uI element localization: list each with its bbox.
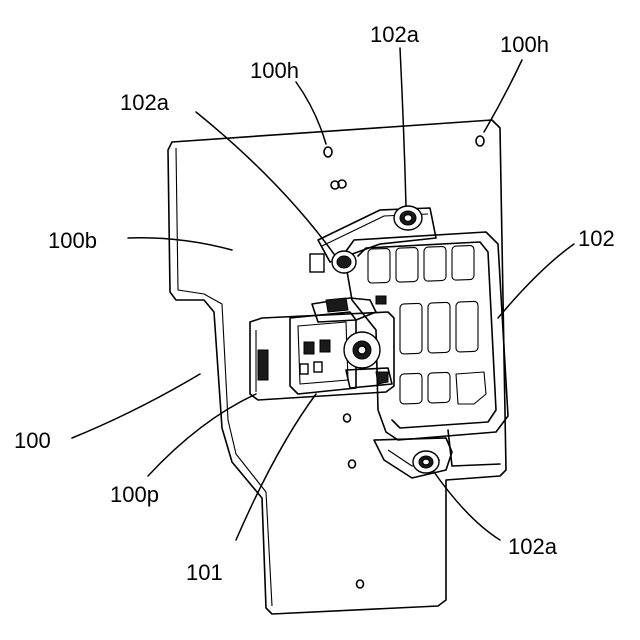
bolt-top <box>394 206 422 230</box>
base-plate <box>168 120 506 614</box>
label-100p: 100p <box>110 482 159 507</box>
hole-100h-right <box>476 136 484 146</box>
label-102a-bottom: 102a <box>508 534 558 559</box>
leader-100 <box>72 374 200 438</box>
label-100h-top: 100h <box>250 58 299 83</box>
leader-102 <box>498 244 574 318</box>
label-101: 101 <box>186 560 223 585</box>
label-100h-right: 100h <box>500 32 549 57</box>
label-102a-left: 102a <box>120 90 170 115</box>
leader-100b <box>128 238 232 250</box>
leader-102a-bottom <box>434 472 500 540</box>
bolt-left <box>310 251 356 273</box>
unit-101 <box>250 296 394 400</box>
leader-100h-top <box>296 82 326 144</box>
label-100b: 100b <box>48 228 97 253</box>
leader-100p <box>148 394 256 476</box>
label-100: 100 <box>14 428 51 453</box>
bolt-bottom <box>413 451 439 473</box>
leader-lines <box>72 48 574 540</box>
leader-101 <box>236 394 316 540</box>
label-102a-top: 102a <box>370 22 420 47</box>
label-102: 102 <box>578 226 615 251</box>
hole-100h-left <box>324 147 332 157</box>
leader-100h-right <box>484 60 522 132</box>
leader-102a-left <box>196 112 334 254</box>
